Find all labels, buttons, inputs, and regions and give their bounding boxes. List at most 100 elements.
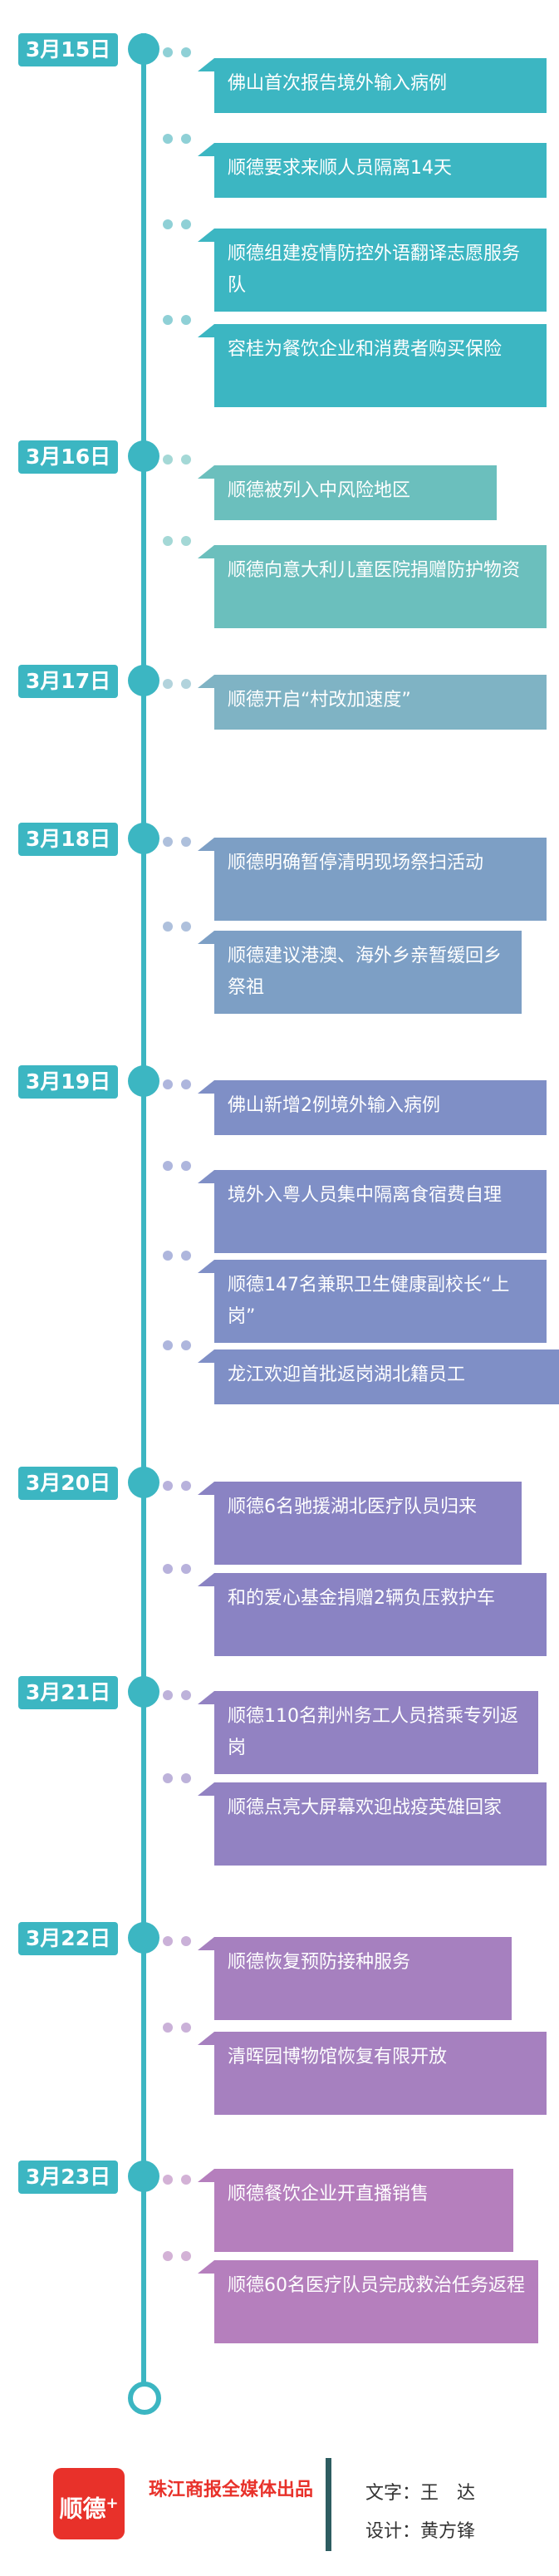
bullet-dots: [163, 834, 199, 850]
credit-text: 文字：王 达: [365, 2483, 476, 2504]
event-card: 顺德向意大利儿童医院捐赠防护物资: [214, 545, 547, 628]
card-pointer: [198, 58, 214, 71]
bullet-dots: [163, 2020, 199, 2036]
card-pointer: [198, 1782, 214, 1796]
footer-divider: [326, 2458, 331, 2551]
bullet-dots: [163, 1478, 199, 1494]
date-badge: 3月20日: [18, 1467, 118, 1500]
event-card: 佛山新增2例境外输入病例: [214, 1080, 547, 1135]
bullet-dots: [163, 1934, 199, 1949]
card-pointer: [198, 545, 214, 558]
event-card: 顺德建议港澳、海外乡亲暂缓回乡祭祖: [214, 931, 522, 1014]
bullet-dots: [163, 217, 199, 233]
event-card: 容桂为餐饮企业和消费者购买保险: [214, 324, 547, 407]
chevron-down-icon: ⌄⌄⌄: [139, 2200, 149, 2235]
logo-plus: +: [105, 2495, 119, 2512]
bullet-dots: [163, 533, 199, 549]
bullet-dots: [163, 1158, 199, 1174]
chevron-down-icon: ⌄⌄⌄: [139, 1104, 149, 1140]
date-badge: 3月21日: [18, 1676, 118, 1709]
bullet-dots: [163, 1338, 199, 1354]
date-badge: 3月18日: [18, 823, 118, 856]
logo-text: 顺德: [59, 2495, 106, 2523]
event-card: 顺德恢复预防接种服务: [214, 1937, 512, 2020]
timeline-node: [128, 1676, 159, 1708]
shunde-plus-logo: 顺德+: [53, 2468, 125, 2539]
timeline-line: [141, 33, 146, 2401]
card-pointer: [198, 1937, 214, 1950]
event-card: 和的爱心基金捐赠2辆负压救护车: [214, 1573, 547, 1656]
card-pointer: [198, 931, 214, 944]
footer: 顺德+ 珠江商报全媒体出品 文字：王 达 设计：黄方锋: [0, 2441, 559, 2576]
card-pointer: [198, 1482, 214, 1495]
timeline-node: [128, 1922, 159, 1954]
chevron-down-icon: ⌄⌄⌄: [139, 72, 149, 108]
event-card: 顺德110名荆州务工人员搭乘专列返岗: [214, 1691, 538, 1774]
card-pointer: [198, 1573, 214, 1586]
bullet-dots: [163, 676, 199, 692]
credit-design: 设计：黄方锋: [365, 2521, 476, 2542]
card-pointer: [198, 1260, 214, 1273]
card-pointer: [198, 1349, 214, 1363]
bullet-dots: [163, 2172, 199, 2188]
event-card: 顺德餐饮企业开直播销售: [214, 2169, 513, 2252]
timeline-node: [128, 1065, 159, 1097]
card-pointer: [198, 229, 214, 242]
date-badge: 3月22日: [18, 1922, 118, 1955]
event-card: 清晖园博物馆恢复有限开放: [214, 2032, 547, 2115]
event-card: 顺德6名驰援湖北医疗队员归来: [214, 1482, 522, 1565]
card-pointer: [198, 2169, 214, 2182]
event-card: 境外入粤人员集中隔离食宿费自理: [214, 1170, 547, 1253]
bullet-dots: [163, 131, 199, 147]
card-pointer: [198, 324, 214, 337]
timeline-node: [128, 823, 159, 854]
bullet-dots: [163, 2249, 199, 2264]
event-card: 顺德60名医疗队员完成救治任务返程: [214, 2260, 538, 2343]
bullet-dots: [163, 1688, 199, 1703]
timeline-node: [128, 665, 159, 696]
card-pointer: [198, 675, 214, 688]
chevron-down-icon: ⌄⌄⌄: [139, 1506, 149, 1541]
event-card: 顺德147名兼职卫生健康副校长“上岗”: [214, 1260, 547, 1343]
event-card: 顺德明确暂停清明现场祭扫活动: [214, 838, 547, 921]
date-badge: 3月19日: [18, 1065, 118, 1099]
event-card: 顺德组建疫情防控外语翻译志愿服务队: [214, 229, 547, 312]
org-name: 珠江商报全媒体出品: [148, 2479, 313, 2500]
timeline-node: [128, 440, 159, 472]
chevron-down-icon: ⌄⌄⌄: [139, 704, 149, 740]
card-pointer: [198, 1170, 214, 1183]
date-badge: 3月16日: [18, 440, 118, 474]
card-pointer: [198, 2032, 214, 2045]
chevron-down-icon: ⌄⌄⌄: [139, 862, 149, 897]
event-card: 龙江欢迎首批返岗湖北籍员工: [214, 1349, 559, 1404]
card-pointer: [198, 1691, 214, 1704]
timeline-node: [128, 1467, 159, 1498]
card-pointer: [198, 838, 214, 851]
bullet-dots: [163, 1077, 199, 1093]
bullet-dots: [163, 1561, 199, 1577]
timeline-node: [128, 2161, 159, 2192]
timeline-end-dot: [128, 2382, 161, 2415]
event-card: 佛山首次报告境外输入病例: [214, 58, 547, 113]
chevron-down-icon: ⌄⌄⌄: [139, 479, 149, 515]
chevron-down-icon: ⌄⌄⌄: [139, 1961, 149, 1997]
card-pointer: [198, 2260, 214, 2274]
bullet-dots: [163, 45, 199, 61]
chevron-down-icon: ⌄⌄⌄: [139, 1715, 149, 1751]
bullet-dots: [163, 312, 199, 328]
bullet-dots: [163, 1771, 199, 1787]
timeline-node: [128, 33, 159, 65]
bullet-dots: [163, 919, 199, 935]
event-card: 顺德被列入中风险地区: [214, 465, 497, 520]
bullet-dots: [163, 452, 199, 468]
event-card: 顺德要求来顺人员隔离14天: [214, 143, 547, 198]
date-badge: 3月23日: [18, 2161, 118, 2194]
date-badge: 3月15日: [18, 33, 118, 66]
event-card: 顺德开启“村改加速度”: [214, 675, 547, 730]
card-pointer: [198, 465, 214, 479]
date-badge: 3月17日: [18, 665, 118, 698]
card-pointer: [198, 143, 214, 156]
bullet-dots: [163, 1248, 199, 1264]
card-pointer: [198, 1080, 214, 1094]
